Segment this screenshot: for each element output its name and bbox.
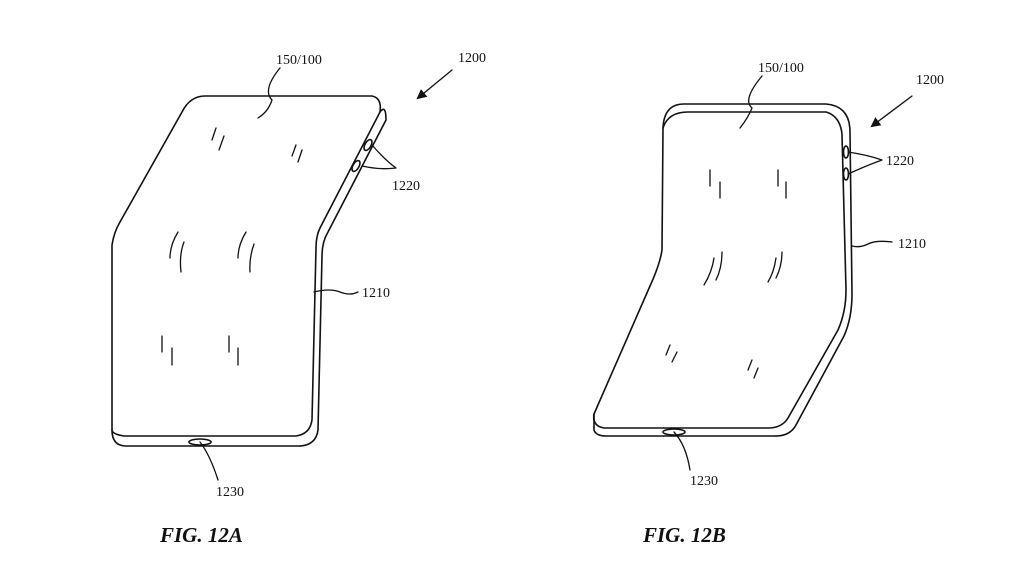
glare-marks-12b bbox=[665, 169, 787, 379]
figure-12a: 150/100 1200 1220 1210 1230 FIG. 12A bbox=[111, 51, 486, 547]
caption-12b: FIG. 12B bbox=[642, 523, 726, 547]
port-12b bbox=[662, 428, 686, 436]
label-housing-12b: 1210 bbox=[898, 237, 926, 252]
port-12a bbox=[188, 438, 212, 446]
leader-buttons-12a bbox=[361, 144, 397, 170]
label-buttons-12b: 1220 bbox=[886, 154, 914, 169]
label-display-12b: 150/100 bbox=[758, 61, 804, 76]
leader-port-12a bbox=[199, 441, 219, 481]
label-buttons-12a: 1220 bbox=[392, 179, 420, 194]
label-port-12b: 1230 bbox=[690, 474, 718, 489]
label-device-12b: 1200 bbox=[916, 73, 944, 88]
leader-display-12b bbox=[739, 75, 763, 129]
arrow-device-12b bbox=[870, 95, 913, 128]
leader-housing-12a bbox=[313, 289, 359, 295]
caption-12a: FIG. 12A bbox=[159, 523, 243, 547]
device-12a-body bbox=[111, 95, 387, 447]
leader-housing-12b bbox=[851, 240, 893, 248]
arrow-device-12a bbox=[416, 69, 453, 100]
label-housing-12a: 1210 bbox=[362, 286, 390, 301]
button-top-12a bbox=[363, 138, 373, 152]
figure-12b: 150/100 1200 1220 1210 1230 FIG. 12B bbox=[592, 61, 944, 547]
label-display-12a: 150/100 bbox=[276, 53, 322, 68]
device-12b-body bbox=[592, 103, 853, 437]
label-port-12a: 1230 bbox=[216, 485, 244, 500]
leader-display-12a bbox=[257, 67, 281, 119]
label-device-12a: 1200 bbox=[458, 51, 486, 66]
button-bottom-12a bbox=[351, 159, 361, 173]
leader-port-12b bbox=[673, 431, 691, 471]
leader-buttons-12b bbox=[847, 151, 883, 175]
glare-marks-12a bbox=[161, 127, 303, 366]
